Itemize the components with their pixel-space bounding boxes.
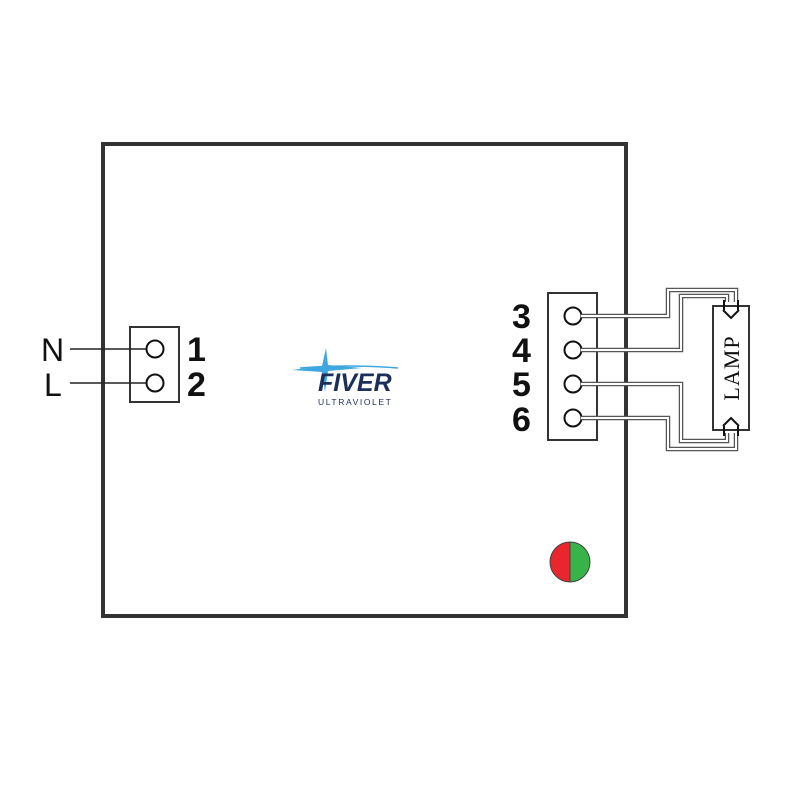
neutral-label: N (41, 332, 64, 368)
terminal-5-screw (563, 374, 583, 394)
status-indicator-led (549, 541, 591, 583)
brand-name: FIVER (318, 369, 392, 397)
terminal-5-label: 5 (512, 366, 531, 404)
brand-logo: FIVER ULTRAVIOLET (292, 348, 399, 407)
live-label: L (44, 367, 62, 403)
lamp-label: LAMP (719, 335, 744, 400)
uv-lamp: LAMP (712, 300, 750, 436)
lamp-terminal-block: 3 4 5 6 (512, 292, 598, 441)
terminal-4-label: 4 (512, 332, 531, 370)
lamp-tube (712, 305, 750, 431)
ballast-housing (101, 142, 628, 618)
supply-wires: N L (41, 332, 146, 403)
terminal-4-screw (563, 340, 583, 360)
led-green-half (570, 542, 590, 582)
lamp-wires (581, 287, 739, 452)
supply-terminal-block: 1 2 (129, 326, 206, 404)
brand-star-icon (292, 348, 362, 392)
terminal-2-screw (145, 373, 165, 393)
terminal-6-screw (563, 408, 583, 428)
terminal-3-screw (563, 306, 583, 326)
lamp-bottom-pins (722, 416, 740, 436)
terminal-3-label: 3 (512, 298, 531, 336)
brand-tagline: ULTRAVIOLET (318, 397, 392, 407)
terminal-1-screw (145, 339, 165, 359)
terminal-6-label: 6 (512, 401, 531, 439)
led-red-half (550, 542, 570, 582)
brand-swoosh-icon (299, 365, 399, 369)
lamp-top-pins (722, 300, 740, 320)
terminal-1-label: 1 (187, 331, 206, 369)
terminal-2-label: 2 (187, 366, 206, 404)
